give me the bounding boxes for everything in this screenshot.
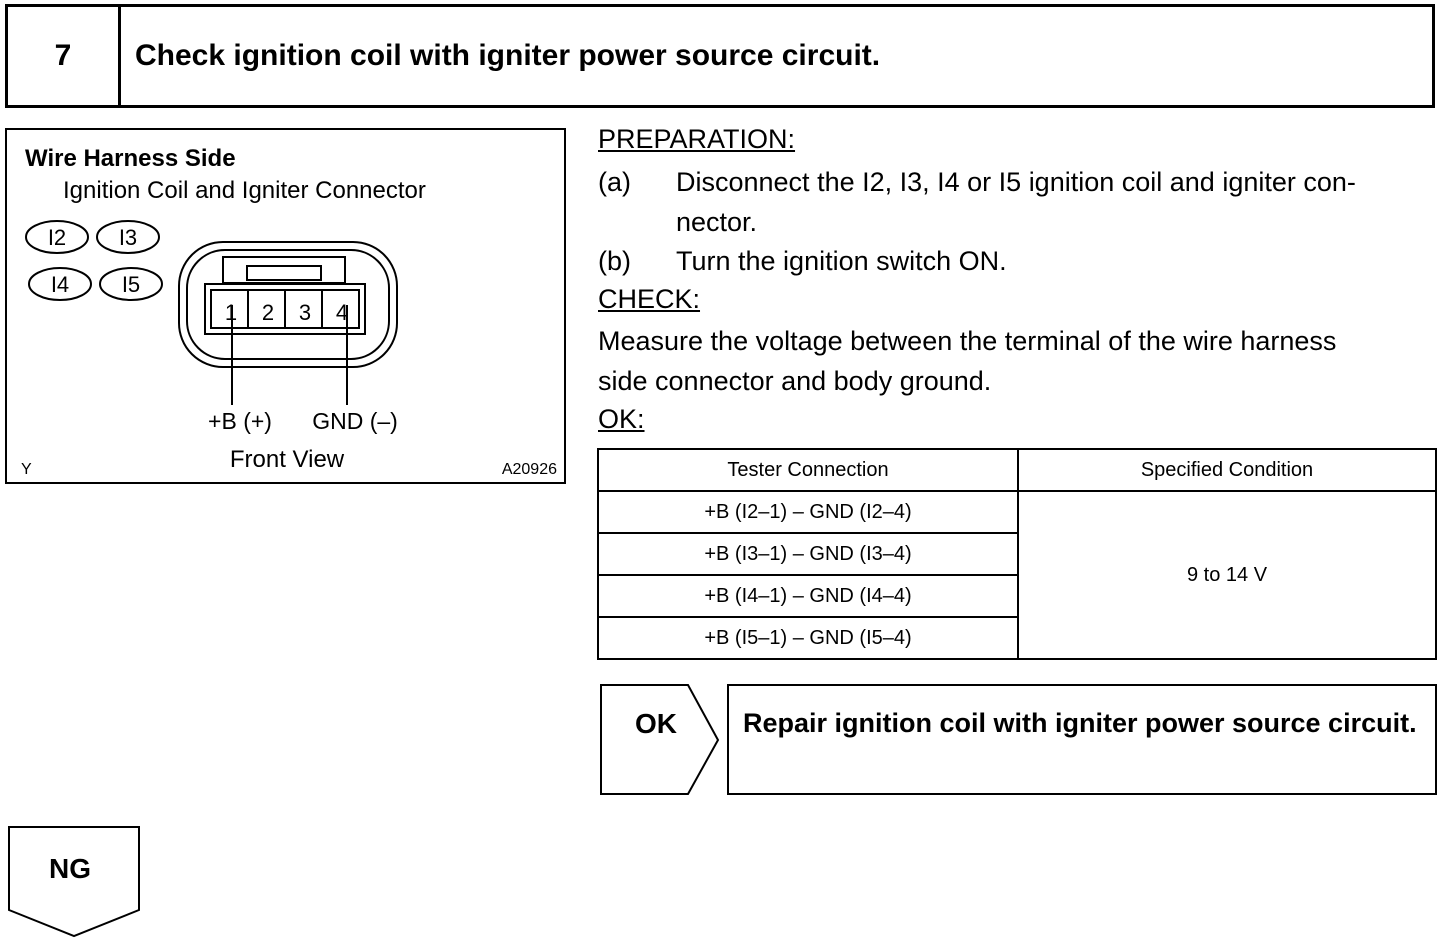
svg-text:I3: I3 bbox=[119, 225, 137, 250]
ok-arrow: OK bbox=[600, 684, 720, 795]
prep-step-a-cont: nector. bbox=[676, 207, 758, 237]
diagram-figure-id: A20926 bbox=[502, 461, 557, 478]
svg-text:I4: I4 bbox=[51, 272, 69, 297]
preparation-heading: PREPARATION: bbox=[598, 124, 796, 154]
diagram-corner-left: Y bbox=[21, 461, 32, 478]
header-tester-connection: Tester Connection bbox=[597, 448, 1019, 492]
ng-label: NG bbox=[49, 853, 91, 884]
ng-arrow: NG bbox=[8, 826, 140, 938]
check-line-2: side connector and body ground. bbox=[598, 366, 992, 396]
ok-heading: OK: bbox=[598, 404, 645, 434]
connector-id-i4: I4 bbox=[28, 267, 92, 301]
connector-illustration: Wire Harness Side Ignition Coil and Igni… bbox=[21, 145, 557, 478]
tester-connection-cell: +B (I2–1) – GND (I2–4) bbox=[597, 490, 1019, 534]
check-line-1: Measure the voltage between the terminal… bbox=[598, 326, 1337, 356]
view-label: Front View bbox=[230, 446, 345, 473]
pin-4: 4 bbox=[336, 300, 348, 325]
pin4-label: GND (–) bbox=[312, 408, 398, 434]
step-title: Check ignition coil with igniter power s… bbox=[135, 39, 881, 72]
connector-diagram: Wire Harness Side Ignition Coil and Igni… bbox=[5, 128, 566, 484]
svg-text:I2: I2 bbox=[48, 225, 66, 250]
spec-table: Tester Connection Specified Condition +B… bbox=[597, 448, 1437, 660]
step-number: 7 bbox=[8, 7, 121, 105]
diagram-title: Wire Harness Side bbox=[25, 145, 236, 172]
pin-3: 3 bbox=[299, 300, 311, 325]
svg-text:I5: I5 bbox=[122, 272, 140, 297]
pin-2: 2 bbox=[262, 300, 274, 325]
tester-connection-cell: +B (I4–1) – GND (I4–4) bbox=[597, 574, 1019, 618]
tester-connection-cell: +B (I5–1) – GND (I5–4) bbox=[597, 616, 1019, 660]
pin1-label: +B (+) bbox=[208, 408, 272, 434]
specified-condition-cell: 9 to 14 V bbox=[1017, 490, 1437, 660]
table-row: +B (I4–1) – GND (I4–4) bbox=[597, 574, 1436, 618]
prep-step-a: (a) Disconnect the I2, I3, I4 or I5 ignit… bbox=[598, 162, 1356, 202]
ok-label: OK bbox=[635, 708, 677, 739]
prep-step-b: (b) Turn the ignition switch ON. bbox=[598, 241, 1007, 281]
prep-step-b-text: Turn the ignition switch ON. bbox=[676, 246, 1007, 276]
prep-step-a-label: (a) bbox=[598, 167, 631, 197]
table-row: +B (I2–1) – GND (I2–4) 9 to 14 V bbox=[597, 490, 1437, 660]
table-header-row: Tester Connection Specified Condition bbox=[597, 448, 1437, 492]
table-row: +B (I3–1) – GND (I3–4) bbox=[597, 532, 1436, 576]
repair-action-box: Repair ignition coil with igniter power … bbox=[727, 684, 1437, 795]
prep-step-a-text: Disconnect the I2, I3, I4 or I5 ignition… bbox=[676, 167, 1356, 197]
connector-id-i3: I3 bbox=[96, 220, 160, 254]
prep-step-b-label: (b) bbox=[598, 246, 631, 276]
header-specified-condition: Specified Condition bbox=[1017, 448, 1437, 492]
connector-id-i5: I5 bbox=[99, 267, 163, 301]
step-header: 7 Check ignition coil with igniter power… bbox=[5, 4, 1435, 108]
tester-connection-cell: +B (I3–1) – GND (I3–4) bbox=[597, 532, 1019, 576]
check-heading: CHECK: bbox=[598, 284, 701, 314]
connector-id-i2: I2 bbox=[25, 220, 89, 254]
connector-body bbox=[178, 241, 398, 368]
table-row: +B (I5–1) – GND (I5–4) bbox=[597, 616, 1436, 660]
diagram-subtitle: Ignition Coil and Igniter Connector bbox=[63, 177, 426, 204]
